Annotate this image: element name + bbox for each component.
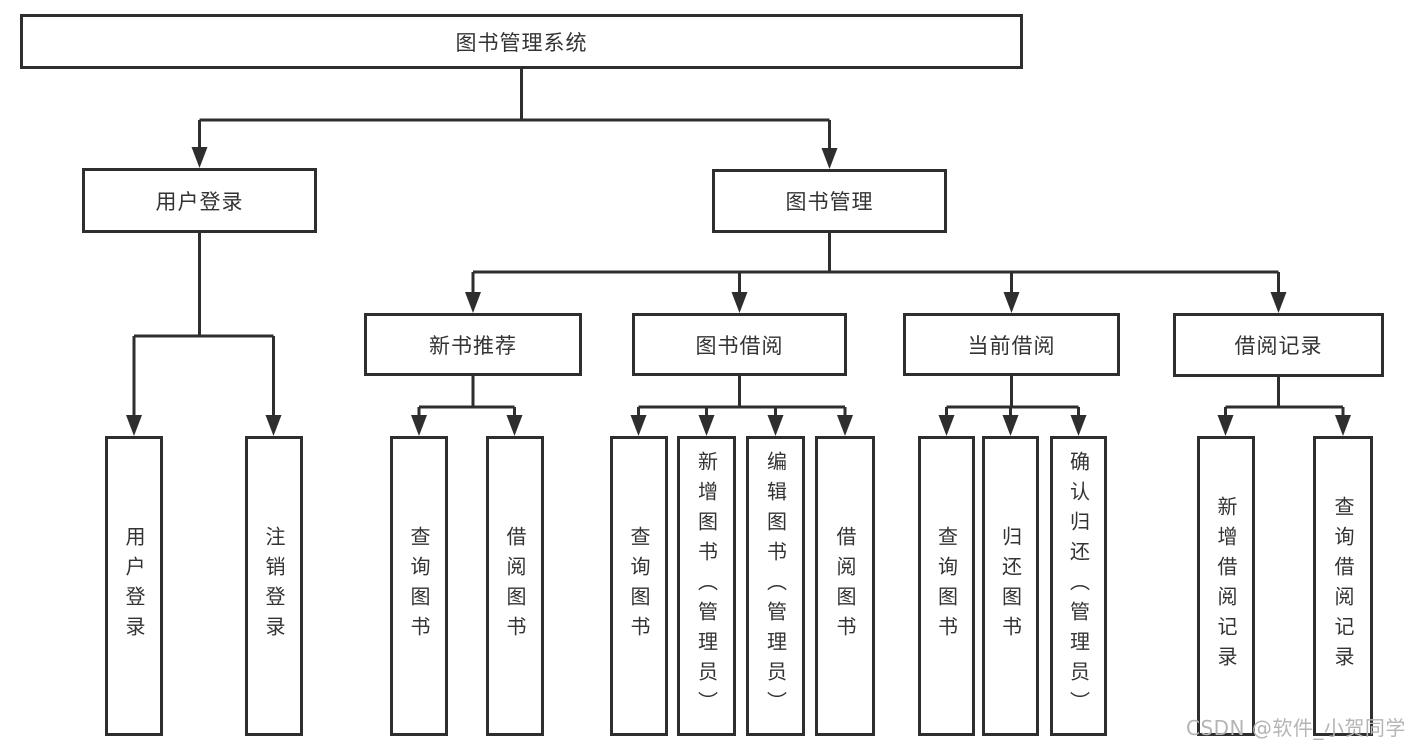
arrowhead-icon bbox=[506, 415, 523, 436]
arrowhead-icon bbox=[191, 147, 208, 168]
node-label: 确认归还（管理员） bbox=[1066, 451, 1091, 721]
arrowhead-icon bbox=[126, 415, 142, 436]
leaf-query-borrow-record: 查询借阅记录 bbox=[1313, 436, 1373, 736]
arrowhead-icon bbox=[821, 148, 838, 169]
leaf-add-borrow-record: 新增借阅记录 bbox=[1197, 436, 1255, 736]
node-label: 查询图书 bbox=[407, 526, 431, 646]
node-label: 用户登录 bbox=[155, 189, 244, 214]
node-label: 图书借阅 bbox=[695, 333, 784, 358]
connector-path bbox=[198, 69, 831, 151]
node-label: 用户登录 bbox=[122, 526, 146, 646]
node-label: 借阅记录 bbox=[1234, 334, 1323, 358]
node-label: 归还图书 bbox=[998, 526, 1023, 646]
leaf-query-book-recommend: 查询图书 bbox=[390, 436, 448, 736]
arrowhead-icon bbox=[265, 415, 282, 436]
arrowhead-icon bbox=[411, 415, 427, 436]
node-label: 注销登录 bbox=[262, 526, 286, 646]
leaf-logout: 注销登录 bbox=[245, 436, 303, 736]
node-label: 查询图书 bbox=[627, 526, 651, 646]
node-user-login: 用户登录 bbox=[82, 168, 317, 233]
leaf-return-book: 归还图书 bbox=[982, 436, 1039, 736]
connector-path bbox=[417, 376, 516, 419]
node-label: 新增图书（管理员） bbox=[694, 451, 719, 721]
leaf-borrow-book: 借阅图书 bbox=[815, 436, 875, 736]
node-label: 查询图书 bbox=[934, 526, 959, 646]
arrowhead-icon bbox=[1070, 415, 1087, 436]
arrowhead-icon bbox=[465, 292, 481, 313]
node-new-book-recommendation: 新书推荐 bbox=[364, 313, 582, 376]
node-label: 新增借阅记录 bbox=[1214, 496, 1238, 676]
node-label: 借阅图书 bbox=[833, 526, 857, 646]
arrowhead-icon bbox=[938, 415, 955, 436]
connector-path bbox=[471, 233, 1280, 296]
node-current-borrowing: 当前借阅 bbox=[903, 313, 1120, 376]
arrowhead-icon bbox=[1003, 292, 1020, 313]
leaf-add-book-admin: 新增图书（管理员） bbox=[677, 436, 736, 736]
node-label: 编辑图书（管理员） bbox=[763, 451, 788, 721]
leaf-query-book-borrowing: 查询图书 bbox=[610, 436, 668, 736]
arrowhead-icon bbox=[837, 415, 853, 436]
leaf-borrow-book-recommend: 借阅图书 bbox=[486, 436, 544, 736]
connector-path bbox=[132, 233, 275, 418]
connector-path bbox=[1224, 376, 1345, 419]
node-library-management-system: 图书管理系统 bbox=[20, 14, 1023, 69]
arrowhead-icon bbox=[767, 415, 784, 436]
node-label: 查询借阅记录 bbox=[1331, 496, 1355, 676]
csdn-watermark: CSDN @软件_小贺同学 bbox=[1186, 716, 1405, 740]
node-label: 新书推荐 bbox=[429, 333, 517, 358]
arrowhead-icon bbox=[1002, 415, 1019, 436]
node-label: 当前借阅 bbox=[967, 333, 1056, 358]
node-book-management: 图书管理 bbox=[712, 169, 947, 233]
connector-path bbox=[637, 376, 847, 419]
node-label: 图书管理 bbox=[785, 190, 874, 214]
leaf-query-book-current: 查询图书 bbox=[918, 436, 975, 736]
arrowhead-icon bbox=[1270, 292, 1287, 313]
node-label: 借阅图书 bbox=[503, 526, 527, 646]
leaf-confirm-return-admin: 确认归还（管理员） bbox=[1050, 436, 1107, 736]
leaf-edit-book-admin: 编辑图书（管理员） bbox=[746, 436, 805, 736]
arrowhead-icon bbox=[1217, 415, 1234, 436]
arrowhead-icon bbox=[698, 415, 715, 436]
arrowhead-icon bbox=[731, 292, 748, 313]
connector-path bbox=[945, 376, 1080, 419]
node-label: 图书管理系统 bbox=[455, 30, 588, 55]
leaf-user-login: 用户登录 bbox=[105, 436, 163, 736]
arrowhead-icon bbox=[630, 415, 647, 436]
node-book-borrowing: 图书借阅 bbox=[632, 313, 847, 376]
arrowhead-icon bbox=[1335, 415, 1351, 436]
node-borrowing-records: 借阅记录 bbox=[1173, 313, 1384, 377]
